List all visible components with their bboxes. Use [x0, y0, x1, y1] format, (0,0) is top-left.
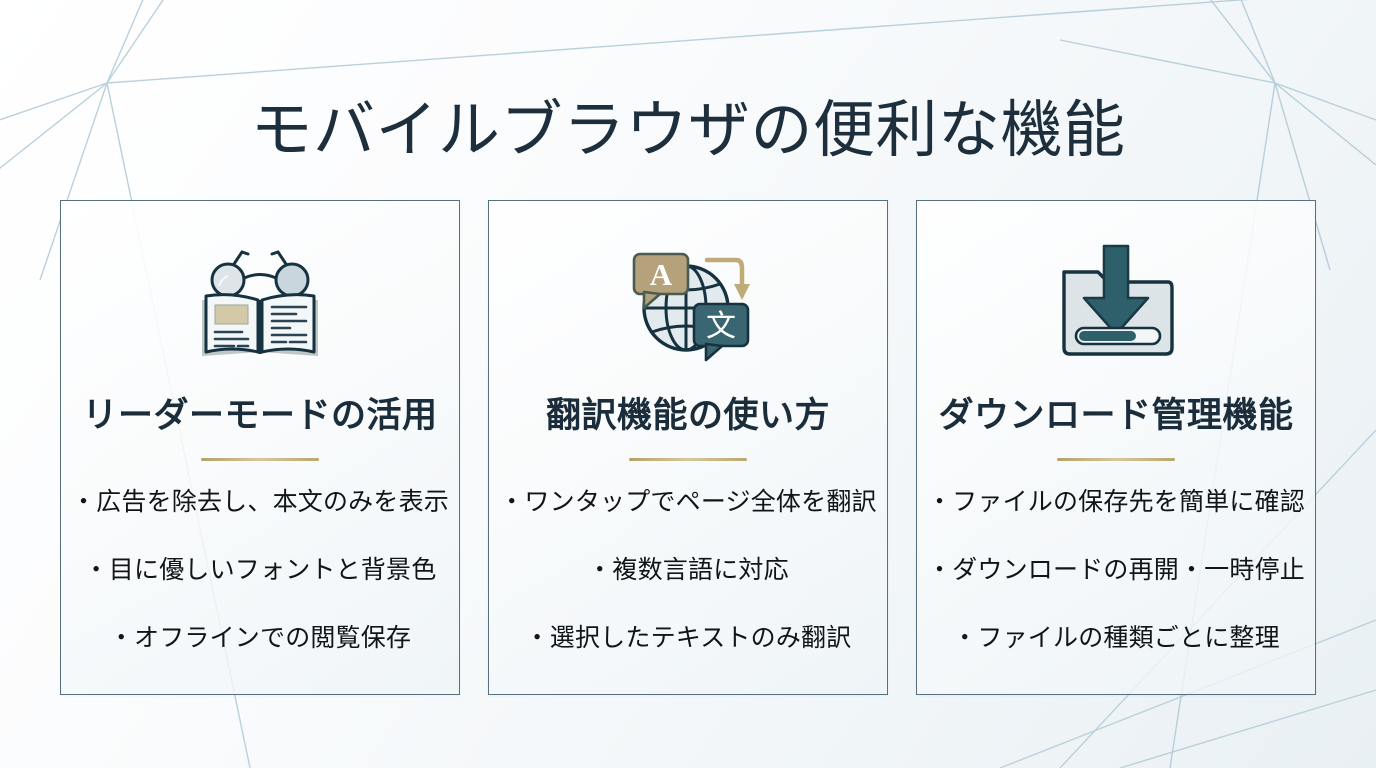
svg-text:A: A: [650, 257, 673, 292]
list-item: ・選択したテキストのみ翻訳: [524, 623, 852, 652]
download-manager-icon: [1042, 243, 1190, 363]
card-bullet-list: ・ワンタップでページ全体を翻訳 ・複数言語に対応 ・選択したテキストのみ翻訳: [489, 487, 887, 653]
feature-cards-row: リーダーモードの活用 ・広告を除去し、本文のみを表示 ・目に優しいフォントと背景…: [60, 200, 1316, 695]
source-language-bubble: A: [632, 252, 690, 310]
card-divider: [201, 457, 319, 461]
feature-card-reader-mode[interactable]: リーダーモードの活用 ・広告を除去し、本文のみを表示 ・目に優しいフォントと背景…: [60, 200, 460, 695]
list-item: ・広告を除去し、本文のみを表示: [70, 487, 449, 516]
feature-card-translate[interactable]: A 文 翻訳機能の使い方 ・ワンタップでページ全体を翻訳 ・複数言語に対応 ・選…: [488, 200, 888, 695]
card-title: リーダーモードの活用: [82, 396, 438, 435]
feature-card-download-manager[interactable]: ダウンロード管理機能 ・ファイルの保存先を簡単に確認 ・ダウンロードの再開・一時…: [916, 200, 1316, 695]
card-title: 翻訳機能の使い方: [545, 396, 830, 435]
card-title: ダウンロード管理機能: [938, 396, 1294, 435]
progress-bar: [1074, 326, 1162, 346]
open-book-with-glasses-icon: [202, 250, 318, 356]
list-item: ・ワンタップでページ全体を翻訳: [499, 487, 877, 516]
list-item: ・ダウンロードの再開・一時停止: [926, 555, 1305, 584]
target-language-bubble: 文: [692, 302, 750, 362]
card-divider: [1057, 457, 1175, 461]
card-bullet-list: ・ファイルの保存先を簡単に確認 ・ダウンロードの再開・一時停止 ・ファイルの種類…: [917, 487, 1315, 653]
card-bullet-list: ・広告を除去し、本文のみを表示 ・目に優しいフォントと背景色 ・オフラインでの閲…: [61, 487, 459, 653]
card-divider: [629, 457, 747, 461]
globe-speech-bubbles-icon: A 文: [632, 252, 750, 362]
svg-text:文: 文: [706, 309, 736, 344]
list-item: ・ファイルの種類ごとに整理: [952, 623, 1280, 652]
list-item: ・オフラインでの閲覧保存: [108, 623, 412, 652]
reader-mode-icon: [186, 243, 334, 363]
download-arrow-icon: [1082, 244, 1150, 336]
download-box-arrow-progress-icon: [1062, 244, 1174, 356]
page-title: モバイルブラウザの便利な機能: [250, 95, 1126, 165]
list-item: ・目に優しいフォントと背景色: [83, 555, 437, 584]
list-item: ・ファイルの保存先を簡単に確認: [926, 487, 1305, 516]
list-item: ・複数言語に対応: [587, 555, 789, 584]
translate-icon: A 文: [614, 243, 762, 363]
